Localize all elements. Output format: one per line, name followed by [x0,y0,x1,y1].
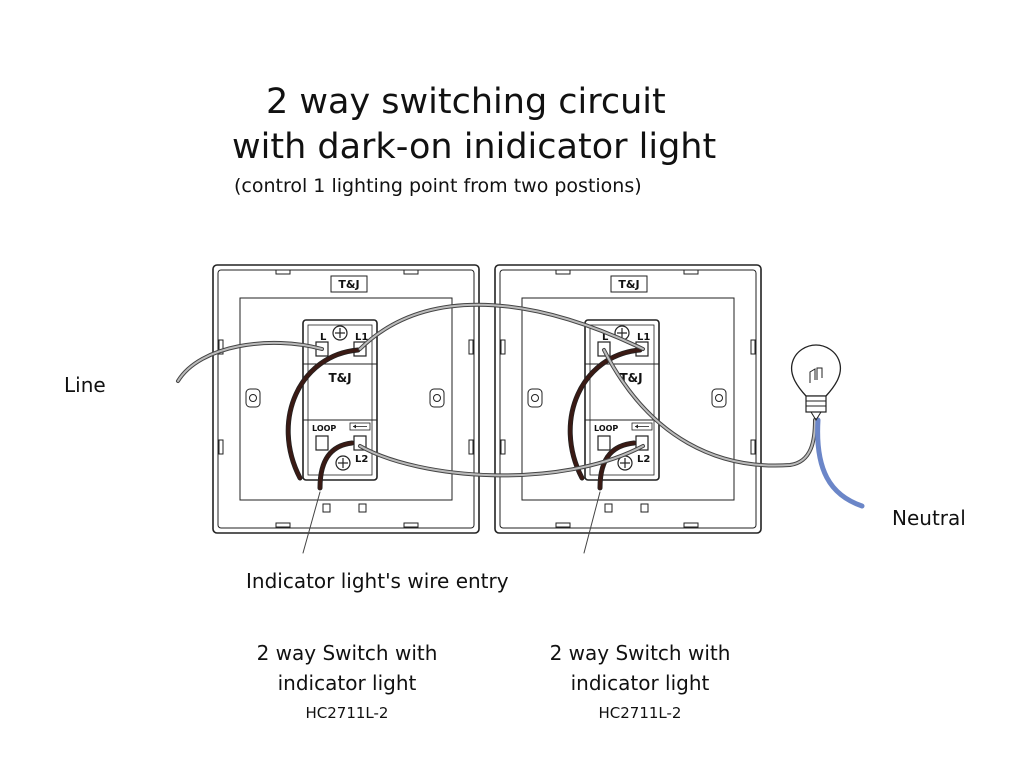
diagram-title-line-1: 2 way switching circuit [266,82,666,122]
brand-logo-module-1: T&J [328,371,351,385]
mount-screw-hole-icon [429,388,445,408]
mount-screw-hole-icon [245,388,261,408]
switch-2-caption: 2 way Switch with indicator light [520,638,760,698]
terminal-label-l: L [320,332,327,343]
brand-logo-module-2: T&J [619,371,642,385]
switch-2-name-line-2: indicator light [570,671,710,695]
mount-screw-hole-icon [711,388,727,408]
mount-screw-hole-icon [527,388,543,408]
terminal-label-l1: L1 [355,332,368,343]
switch-plate-2: T&J [494,264,762,534]
switch-1-caption: 2 way Switch with indicator light [227,638,467,698]
switch-plate-1: T&J [212,264,480,534]
loop-label: LOOP [594,424,618,433]
loop-label: LOOP [312,424,336,433]
brand-logo-top-2: T&J [618,278,639,291]
diagram-subtitle: (control 1 lighting point from two posti… [234,175,642,197]
light-bulb-icon [790,344,842,421]
loop-arrow-icon [349,422,371,431]
neutral-label: Neutral [892,506,966,530]
switch-1-name-line-1: 2 way Switch with [256,641,438,665]
indicator-entry-label: Indicator light's wire entry [246,569,509,593]
wires [176,302,865,554]
loop-arrow-icon [631,422,653,431]
line-label: Line [64,373,106,397]
terminal-screw-icon [335,455,351,471]
terminal-label-l2: L2 [355,454,368,465]
terminal-screw-icon [617,455,633,471]
switch-2-model: HC2711L-2 [598,704,682,722]
switch-1-model: HC2711L-2 [305,704,389,722]
diagram-title-line-2: with dark-on inidicator light [232,127,717,167]
brand-logo-top-1: T&J [338,278,359,291]
switch-1-name-line-2: indicator light [277,671,417,695]
terminal-label-l: L [602,332,609,343]
terminal-label-l2: L2 [637,454,650,465]
switch-2-name-line-1: 2 way Switch with [549,641,731,665]
terminal-label-l1: L1 [637,332,650,343]
terminal-screw-icon [332,325,348,341]
